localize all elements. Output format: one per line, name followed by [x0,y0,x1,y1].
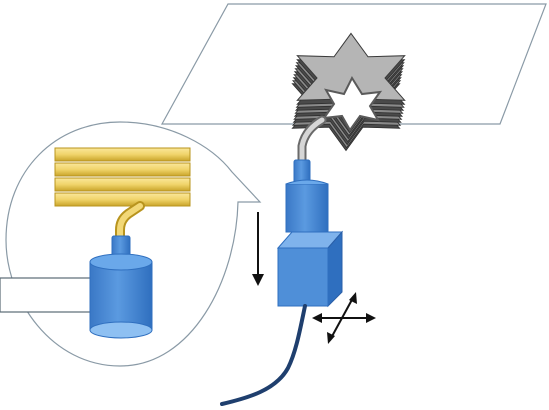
star-structure-icon [291,32,406,152]
magnified-nozzle [89,235,153,339]
planar-motion-arrows-icon [312,292,376,344]
gold-filament-stack [54,147,191,243]
vertical-motion-arrow-icon [252,212,264,286]
print-nozzle-icon [276,159,344,308]
feed-cable [220,304,307,406]
feed-tube [297,115,327,169]
